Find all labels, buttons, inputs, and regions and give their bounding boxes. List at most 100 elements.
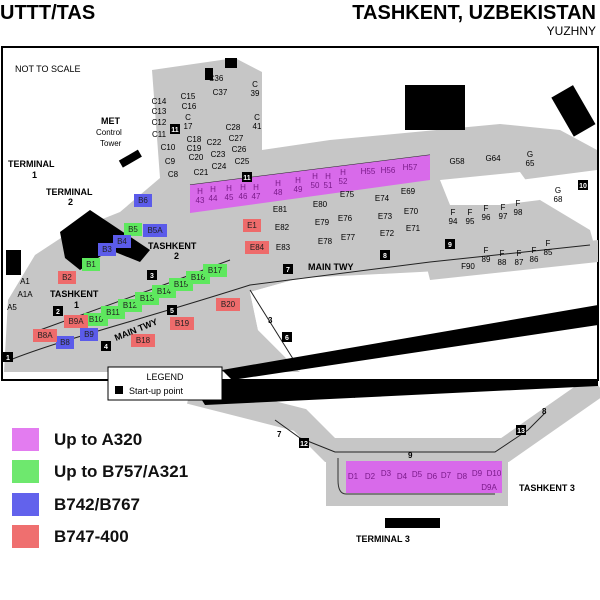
stand-d8: D8: [457, 472, 468, 481]
stand-box-b6: [134, 194, 152, 207]
tashkent-1-number: 1: [74, 300, 79, 310]
runway-08l-26r: [222, 305, 598, 380]
stand-b10: B10: [89, 315, 104, 324]
stand-d1: D1: [348, 472, 359, 481]
stand-h55: H55: [361, 167, 376, 176]
stand-b2: B2: [62, 273, 72, 282]
stand-label-c20: C20: [189, 153, 204, 162]
airport-code: UTTT/TAS: [0, 2, 96, 24]
stand-highlights: [190, 155, 502, 493]
svg-text:7: 7: [286, 267, 290, 274]
stand-label-c27: C27: [229, 134, 244, 143]
legend-item-b742: B742/B767: [12, 493, 140, 516]
stand-label-e83: E83: [276, 243, 291, 252]
legend-swatch: [12, 493, 39, 516]
legend-item-a320: Up to A320: [12, 428, 142, 451]
stand-label-a5: A5: [7, 303, 17, 312]
startup-point-11: 11: [170, 124, 180, 134]
main-twy-label: MAIN TWY: [308, 262, 354, 272]
stand-box-b19: [170, 317, 194, 330]
legend-item-b747: B747-400: [12, 525, 129, 548]
legend-startup-label: Start-up point: [129, 386, 184, 396]
stand-box-b3: [98, 243, 116, 256]
stand-label-c15: C15: [181, 92, 196, 101]
taxiway-7-label: 7: [277, 430, 282, 439]
stand-box-b8: [56, 336, 74, 349]
stand-label-e82: E82: [275, 223, 290, 232]
tashkent-1-label: TASHKENT: [50, 289, 99, 299]
svg-text:1: 1: [6, 355, 10, 362]
taxiway-9-label: 9: [408, 451, 413, 460]
stand-label-e78: E78: [318, 237, 333, 246]
stand-box-b8a: [33, 329, 57, 342]
stand-b12: B12: [123, 301, 138, 310]
stand-b11: B11: [106, 308, 120, 317]
stand-d7: D7: [441, 471, 452, 480]
stand-label-a1a: A1A: [17, 290, 33, 299]
airport-city: TASHKENT, UZBEKISTAN: [352, 2, 596, 24]
stand-box-b17: [203, 264, 227, 277]
stand-label-c8: C8: [168, 170, 179, 179]
stand-d9: D9: [472, 469, 483, 478]
startup-point-7: 7: [283, 264, 293, 274]
stand-box-b9: [80, 328, 98, 341]
stand-label-c16: C16: [182, 102, 197, 111]
stand-d10: D10: [487, 469, 502, 478]
tashkent-2-number: 2: [174, 251, 179, 261]
stand-e1: E1: [247, 221, 257, 230]
stand-label-g58: G58: [449, 157, 465, 166]
stand-label-c25: C25: [235, 157, 250, 166]
stand-label-c26: C26: [232, 145, 247, 154]
stand-h56: H56: [381, 166, 396, 175]
stand-box-b18: [131, 334, 155, 347]
startup-point-5: 5: [167, 305, 177, 315]
stand-label-e71: E71: [406, 224, 421, 233]
stand-e84: E84: [250, 243, 265, 252]
stand-b9: B9: [84, 330, 94, 339]
startup-point-8: 8: [380, 250, 390, 260]
svg-text:4: 4: [104, 344, 108, 351]
stand-d3: D3: [381, 469, 392, 478]
stand-label-f90: F90: [461, 262, 475, 271]
legend-box: LEGEND Start-up point: [107, 366, 223, 401]
stand-b8a: B8A: [37, 331, 53, 340]
stand-b15: B15: [174, 280, 189, 289]
startup-point-13: 13: [516, 425, 526, 435]
stand-label-c24: C24: [212, 162, 227, 171]
terminal-1-label: TERMINAL: [8, 159, 55, 169]
stand-label-c28: C28: [226, 123, 241, 132]
legend-swatch: [12, 428, 39, 451]
stand-label-e69: E69: [401, 187, 416, 196]
terminal-3-building: [385, 518, 440, 528]
stand-b17: B17: [208, 266, 223, 275]
legend-label: B742/B767: [54, 494, 141, 514]
stand-label-c22: C22: [207, 138, 222, 147]
stand-label-e75: E75: [340, 190, 355, 199]
stand-box-b4: [113, 235, 131, 248]
stand-b4: B4: [117, 237, 127, 246]
stand-box-b2: [58, 271, 76, 284]
stand-b16: B16: [191, 273, 206, 282]
terminal-3-label: TERMINAL 3: [356, 534, 410, 544]
stand-label-e80: E80: [313, 200, 328, 209]
terminal-2-label: TERMINAL: [46, 187, 93, 197]
legend-swatch: [12, 460, 39, 483]
stand-label-c36: C36: [209, 74, 224, 83]
tower-label: Tower: [100, 139, 122, 148]
stand-h57: H57: [403, 163, 418, 172]
stand-label-c13: C13: [152, 107, 167, 116]
stand-label-c9: C9: [165, 157, 176, 166]
